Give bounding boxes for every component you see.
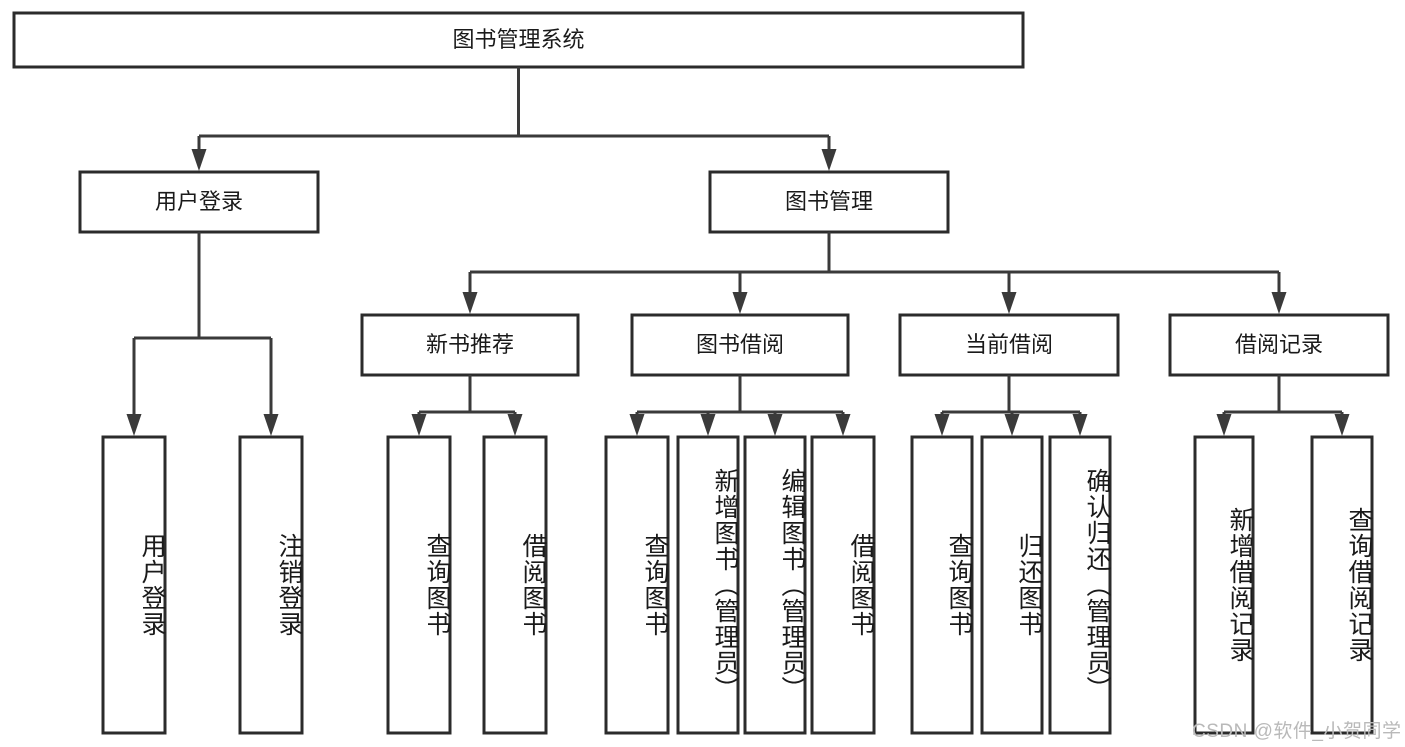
node-level3-3[interactable] (1168, 313, 1390, 377)
node-level3-label-2: 当前借阅 (965, 332, 1053, 357)
watermark-text: CSDN @软件_小贺同学 (1192, 721, 1402, 742)
node-leaf-11[interactable] (1193, 435, 1255, 735)
node-leaf-4[interactable] (604, 435, 670, 735)
arrow-head-icon (835, 414, 851, 436)
arrow-head-icon (126, 414, 142, 436)
arrow-head-icon (767, 414, 783, 436)
arrow-head-icon (1004, 414, 1020, 436)
node-root-label: 图书管理系统 (452, 27, 584, 52)
arrow-head-icon (411, 414, 427, 436)
arrow-head-icon (462, 292, 478, 314)
node-leaf-3[interactable] (482, 435, 548, 735)
node-level3-label-3: 借阅记录 (1235, 332, 1323, 357)
arrow-head-icon (1334, 414, 1350, 436)
arrow-head-icon (507, 414, 523, 436)
arrow-head-icon (732, 292, 748, 314)
arrow-head-icon (821, 149, 837, 171)
node-level2-label-0: 用户登录 (155, 189, 243, 214)
arrow-head-icon (1271, 292, 1287, 314)
node-leaf-12[interactable] (1310, 435, 1374, 735)
arrow-head-icon (1216, 414, 1232, 436)
node-leaf-1[interactable] (238, 435, 304, 735)
node-root[interactable] (12, 11, 1025, 69)
arrow-head-icon (191, 149, 207, 171)
node-leaf-8[interactable] (910, 435, 974, 735)
node-leaf-9[interactable] (980, 435, 1044, 735)
node-level3-label-0: 新书推荐 (426, 332, 514, 357)
node-leaf-7[interactable] (810, 435, 876, 735)
node-level2-0[interactable] (78, 170, 320, 234)
node-leaf-0[interactable] (101, 435, 167, 735)
arrow-head-icon (629, 414, 645, 436)
arrow-head-icon (934, 414, 950, 436)
node-level2-label-1: 图书管理 (785, 189, 873, 214)
node-leaf-6[interactable] (743, 435, 807, 735)
node-level3-2[interactable] (898, 313, 1120, 377)
node-leaf-10[interactable] (1048, 435, 1112, 735)
arrow-head-icon (700, 414, 716, 436)
node-level3-label-1: 图书借阅 (696, 332, 784, 357)
arrow-head-icon (1072, 414, 1088, 436)
arrow-head-icon (263, 414, 279, 436)
arrow-head-icon (1001, 292, 1017, 314)
node-leaf-2[interactable] (386, 435, 452, 735)
node-leaf-5[interactable] (676, 435, 740, 735)
node-level3-1[interactable] (630, 313, 850, 377)
